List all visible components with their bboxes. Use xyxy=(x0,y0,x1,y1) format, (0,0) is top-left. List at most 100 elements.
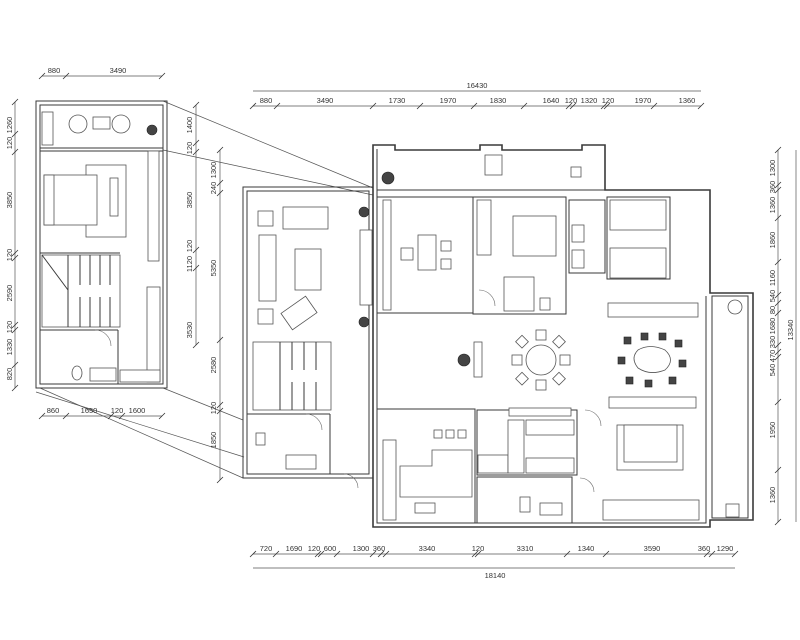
dimension-tick xyxy=(474,550,482,558)
dimension-label: 1320 xyxy=(581,96,598,105)
dimension-tick xyxy=(216,407,224,415)
lounge-chair xyxy=(68,114,88,134)
dimension-tick xyxy=(192,101,200,109)
dimension-label: 330 xyxy=(768,336,777,349)
dimension-tick xyxy=(471,550,479,558)
dimension-label: 1950 xyxy=(768,422,777,439)
stool xyxy=(625,376,634,385)
bench xyxy=(109,177,119,217)
chair xyxy=(515,334,529,349)
dimension-label: 1300 xyxy=(353,544,370,553)
inner-wall xyxy=(39,104,164,385)
dimension-label: 1160 xyxy=(768,270,777,286)
projection-line xyxy=(162,387,244,421)
bar-stool xyxy=(457,429,467,439)
dimension-tick xyxy=(216,179,224,187)
dimension-tick xyxy=(774,181,782,189)
cabinet xyxy=(508,407,572,417)
balcony-table xyxy=(727,299,743,315)
dimension-tick xyxy=(774,299,782,307)
sofa xyxy=(258,234,277,302)
dimension-label: 1850 xyxy=(209,432,218,449)
dimension-tick xyxy=(11,326,19,334)
entry-door-swing xyxy=(343,473,359,489)
dimension-tick xyxy=(565,102,573,110)
toilet-icon xyxy=(71,365,83,381)
dimension-tick xyxy=(38,72,46,80)
wardrobe xyxy=(607,302,699,318)
dimension-label: 540 xyxy=(768,364,777,377)
dimension-tick xyxy=(774,291,782,299)
projection-line xyxy=(162,149,374,196)
sink-icon xyxy=(414,502,436,514)
chair xyxy=(552,371,566,386)
dimension-tick xyxy=(216,189,224,197)
dimension-label: 1600 xyxy=(129,406,146,415)
dimension-tick xyxy=(774,186,782,194)
dimension-label: 600 xyxy=(324,544,337,553)
dimension-tick xyxy=(703,550,711,558)
dimension-tick xyxy=(602,550,610,558)
dimension-label: 1120 xyxy=(185,256,194,272)
dimension-label: 3530 xyxy=(185,322,194,339)
balcony xyxy=(711,295,749,519)
dimension-tick xyxy=(520,102,528,110)
toilet-icon xyxy=(255,432,266,446)
dimension-tick xyxy=(216,401,224,409)
dimension-tick xyxy=(603,102,611,110)
total-dimension-label: 13340 xyxy=(786,320,795,341)
dimension-label: 470 xyxy=(768,350,777,363)
vanity xyxy=(89,367,117,382)
dimension-tick xyxy=(11,254,19,262)
cabinet xyxy=(507,419,525,474)
total-dimension-label: 16430 xyxy=(467,81,488,90)
chair xyxy=(570,166,582,178)
middle-floor-plan xyxy=(242,186,374,489)
plant-icon xyxy=(457,353,471,367)
dimension-tick xyxy=(192,139,200,147)
plant-icon xyxy=(358,206,370,218)
dimension-label: 120 xyxy=(5,137,14,150)
dimension-tick xyxy=(774,518,782,526)
dimension-label: 3310 xyxy=(517,544,534,553)
dimension-label: 3340 xyxy=(419,544,436,553)
dimension-tick xyxy=(11,148,19,156)
chair xyxy=(515,371,529,386)
dimension-tick xyxy=(192,264,200,272)
dimension-tick xyxy=(774,466,782,474)
door-swing xyxy=(579,477,595,493)
outer-wall xyxy=(35,100,168,389)
shaft xyxy=(484,154,503,176)
dimension-label: 2580 xyxy=(209,357,218,374)
dimension-label: 120 xyxy=(472,544,485,553)
dimension-label: 1640 xyxy=(543,96,560,105)
dimension-tick xyxy=(369,102,377,110)
wardrobe xyxy=(147,150,160,262)
dimension-tick xyxy=(470,102,478,110)
kitchen-wall xyxy=(377,408,476,523)
dimension-tick xyxy=(107,412,115,420)
tea-table-set xyxy=(617,332,687,388)
bar-stool xyxy=(445,429,455,439)
sink-icon xyxy=(539,502,563,516)
tv-cabinet xyxy=(602,499,700,521)
stool xyxy=(668,376,677,385)
upper-floor-plan xyxy=(35,100,168,389)
lounge-chair xyxy=(111,114,131,134)
dimension-tick xyxy=(216,476,224,484)
dimension-tick xyxy=(273,102,281,110)
chair xyxy=(511,354,523,366)
dimension-label: 120 xyxy=(308,544,321,553)
dimension-tick xyxy=(774,341,782,349)
plant-icon xyxy=(146,124,158,136)
dimension-tick xyxy=(369,550,377,558)
dimension-tick xyxy=(697,102,705,110)
dimension-label: 1300 xyxy=(209,162,218,179)
closet-rail xyxy=(146,286,161,383)
stool xyxy=(623,336,632,345)
cabinet xyxy=(477,454,509,474)
dimension-label: 860 xyxy=(47,406,60,415)
dimension-tick xyxy=(774,214,782,222)
dimension-label: 1970 xyxy=(440,96,457,105)
